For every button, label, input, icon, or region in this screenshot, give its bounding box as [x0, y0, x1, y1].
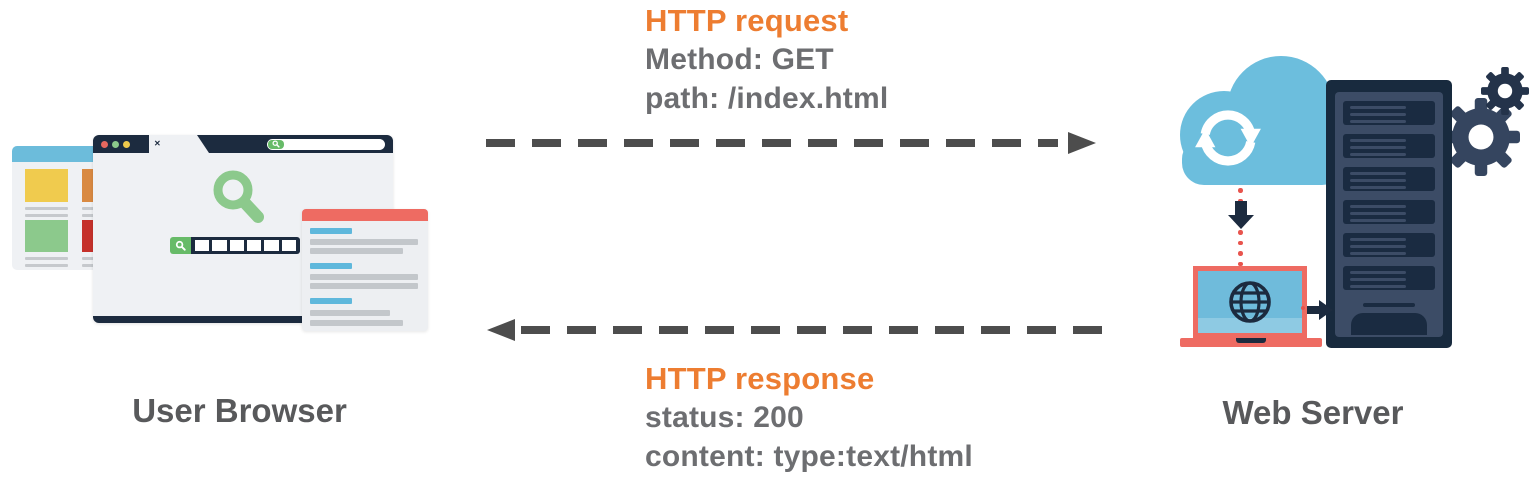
card-body [302, 221, 428, 326]
window-dot-red [101, 140, 108, 148]
user-browser-label: User Browser [132, 392, 347, 429]
laptop-base [1180, 338, 1322, 347]
server-slot [1343, 266, 1435, 290]
card-heading-bar [310, 263, 352, 269]
server-slot [1343, 134, 1435, 158]
close-icon: ✕ [154, 139, 161, 148]
search-input [170, 237, 300, 254]
content-block-yellow [25, 169, 68, 202]
globe-icon [1229, 281, 1271, 323]
server-slot [1343, 167, 1435, 191]
laptop-screen-band [1198, 318, 1302, 333]
server-base-arch [1351, 313, 1427, 335]
search-icon [170, 237, 191, 254]
server-tower [1326, 80, 1452, 348]
server-detail-line [1363, 303, 1415, 307]
window-dot-yellow [123, 140, 130, 148]
http-response-block: HTTP response status: 200 content: type:… [645, 359, 973, 476]
http-response-content: content: type:text/html [645, 440, 973, 473]
connector-dot [1301, 306, 1305, 310]
http-response-status: status: 200 [645, 401, 804, 434]
web-server-label: Web Server [1222, 394, 1404, 431]
text-placeholder-line [25, 207, 68, 210]
result-card [302, 209, 428, 331]
card-text-bar [310, 320, 403, 326]
arrow-down-icon [1228, 201, 1254, 229]
server-slot [1343, 200, 1435, 224]
text-placeholder-line [25, 257, 68, 260]
content-block-green [25, 220, 68, 252]
card-header-bar [302, 209, 428, 221]
browser-tab: ✕ [149, 135, 209, 153]
card-heading-bar [310, 298, 352, 304]
search-icon [210, 168, 268, 231]
laptop-hinge-notch [1236, 338, 1266, 343]
window-dot-green [112, 140, 119, 148]
http-request-block: HTTP request Method: GET path: /index.ht… [645, 1, 888, 118]
search-field-cells [191, 237, 300, 254]
url-bar [267, 138, 385, 150]
http-request-method: Method: GET [645, 43, 834, 76]
request-arrow-right-icon [486, 132, 1096, 154]
server-slot [1343, 233, 1435, 257]
card-text-bar [310, 248, 403, 254]
server-tower-panel [1335, 92, 1443, 337]
http-request-path: path: /index.html [645, 82, 889, 115]
browser-bottom-bar [93, 316, 393, 323]
gear-icon [1481, 67, 1529, 115]
gear-icon [1442, 98, 1520, 176]
laptop-screen [1193, 266, 1307, 338]
laptop-to-server-plug-icon [1307, 300, 1333, 320]
response-arrow-left-icon [487, 319, 1105, 341]
http-request-title: HTTP request [645, 3, 849, 38]
text-placeholder-line [25, 264, 68, 267]
card-text-bar [310, 310, 390, 316]
sync-icon [1195, 110, 1261, 166]
card-text-bar [310, 274, 418, 280]
server-slot [1343, 101, 1435, 125]
card-text-bar [310, 283, 418, 289]
card-text-bar [310, 239, 418, 245]
browser-title-bar: ✕ [93, 135, 393, 153]
search-icon [268, 139, 284, 149]
http-response-title: HTTP response [645, 361, 875, 396]
text-placeholder-line [25, 214, 68, 217]
card-heading-bar [310, 228, 352, 234]
